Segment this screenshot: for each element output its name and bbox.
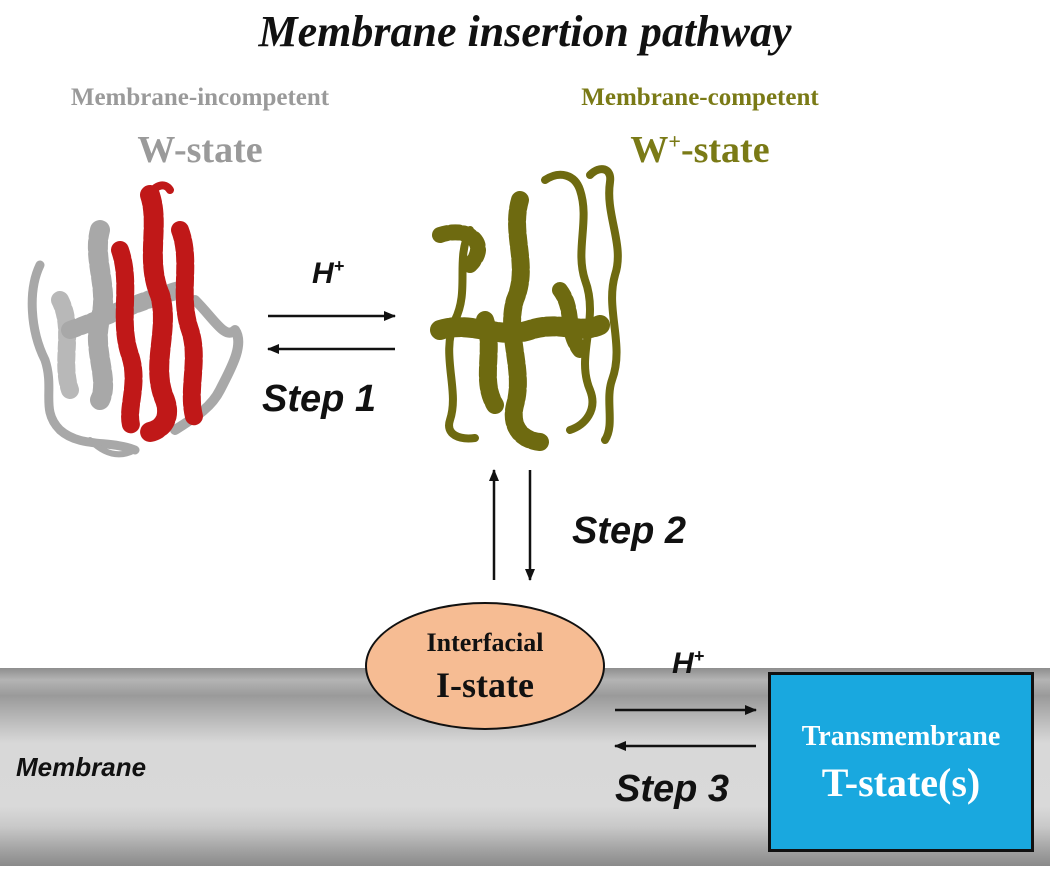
w-state-protein-image <box>27 181 244 458</box>
i-state-label: I-state <box>436 665 534 705</box>
step3-proton-label: H+ <box>672 646 705 680</box>
w-state-label: W-state <box>137 129 263 171</box>
step2-label: Step 2 <box>572 510 687 552</box>
diagram-title: Membrane insertion pathway <box>258 7 792 56</box>
w-plus-state-protein-image <box>430 165 622 451</box>
step1-proton-label: H+ <box>312 256 345 290</box>
w-state-subtitle: Membrane-incompetent <box>70 84 330 111</box>
step1-label: Step 1 <box>262 378 377 420</box>
t-state-label: T-state(s) <box>821 760 981 805</box>
membrane-label: Membrane <box>16 752 147 782</box>
i-state-subtitle: Interfacial <box>426 628 544 657</box>
i-state-node: Interfacial I-state <box>365 602 605 730</box>
w-plus-state-subtitle: Membrane-competent <box>581 84 819 111</box>
t-state-node: Transmembrane T-state(s) <box>768 672 1034 852</box>
w-plus-state-label: W+-state <box>630 128 770 171</box>
t-state-subtitle: Transmembrane <box>801 721 1001 752</box>
step3-label: Step 3 <box>615 768 730 810</box>
